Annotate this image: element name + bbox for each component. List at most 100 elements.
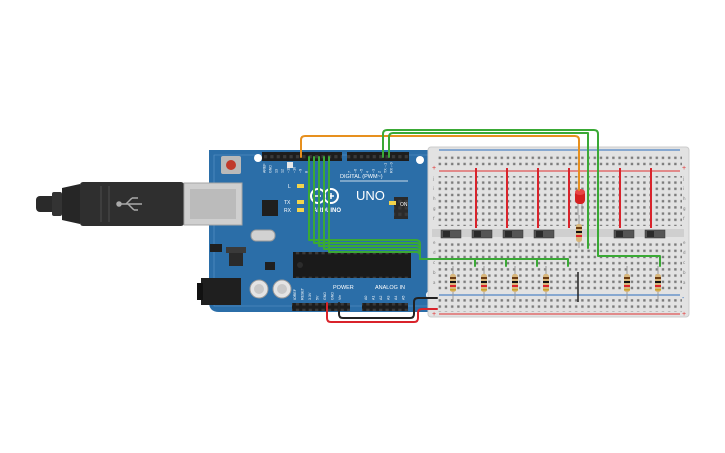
- power-pin-label: GND: [331, 292, 335, 300]
- digital-pin-label: ~6: [354, 169, 358, 173]
- wire-green-bundle[interactable]: [328, 156, 569, 267]
- row-letter: h: [683, 196, 686, 201]
- power-pin-label: RESET: [301, 287, 305, 300]
- wire-green-2[interactable]: [388, 132, 589, 249]
- mounting-hole: [254, 154, 262, 162]
- digital-pin-label: 12: [281, 169, 285, 173]
- row-letter: b: [433, 270, 436, 275]
- slide-switch[interactable]: [613, 229, 635, 239]
- row-letter: j: [432, 176, 434, 181]
- row-letter: g: [433, 206, 436, 211]
- rx-led: [297, 208, 304, 212]
- digital-pin-label: 7: [348, 171, 352, 173]
- power-rail-top[interactable]: [437, 154, 682, 168]
- power-pin-label: Vin: [338, 295, 342, 300]
- analog-pin-label: A3: [387, 296, 391, 300]
- mounting-hole: [416, 156, 424, 164]
- center-channel: [432, 229, 684, 237]
- row-letter: b: [683, 270, 686, 275]
- terminal-strip-top[interactable]: [437, 176, 682, 226]
- on-label: ON: [400, 202, 408, 208]
- row-letter: a: [683, 280, 686, 285]
- slide-switch[interactable]: [440, 229, 462, 239]
- power-header-label: POWER: [333, 285, 354, 291]
- tx-label: TX: [284, 200, 291, 206]
- digital-pin-label: ~5: [360, 169, 364, 173]
- resistor[interactable]: [655, 266, 661, 302]
- led[interactable]: [575, 189, 585, 215]
- slide-switch[interactable]: [471, 229, 493, 239]
- on-led: [389, 201, 396, 205]
- crystal: [250, 229, 276, 242]
- usb-chip: [262, 200, 278, 216]
- brand-label: ARDUINO: [313, 208, 341, 214]
- rail-plus-label-top-right: +: [682, 165, 686, 172]
- power-pin-label: 3.3V: [308, 292, 312, 300]
- row-letter: i: [433, 186, 434, 191]
- resistor[interactable]: [543, 266, 549, 302]
- rx-label: RX: [284, 208, 292, 214]
- wire-orange[interactable]: [300, 135, 580, 191]
- rail-plus-label-bottom-right: +: [682, 311, 686, 318]
- resistor[interactable]: [512, 266, 518, 302]
- rail-minus-label-bottom-right: -: [682, 295, 685, 302]
- reset-button[interactable]: [221, 156, 241, 174]
- power-pin-label: IOREF: [293, 288, 297, 300]
- analog-pin-label: A4: [394, 296, 398, 300]
- digital-header[interactable]: [262, 152, 409, 161]
- slide-switch[interactable]: [644, 229, 666, 239]
- analog-pin-label: A2: [379, 296, 383, 300]
- analog-header-label: ANALOG IN: [375, 285, 405, 291]
- power-rail-bottom[interactable]: [437, 298, 682, 312]
- voltage-regulator: [229, 252, 243, 266]
- arduino-board[interactable]: L TX RX ON ARDUINO UNO DIGITAL (PWM~) AR…: [183, 150, 447, 312]
- digital-pin-label: TX→1: [384, 163, 388, 173]
- power-header[interactable]: [292, 303, 350, 311]
- digital-pin-label: ~10: [293, 167, 297, 173]
- row-letter: c: [433, 260, 435, 265]
- row-letter: f: [683, 216, 685, 221]
- l-label: L: [288, 184, 291, 190]
- analog-pin-label: A0: [364, 296, 368, 300]
- digital-pin-label: 8: [305, 171, 309, 173]
- resistor[interactable]: [624, 266, 630, 302]
- digital-pin-label: 13: [275, 169, 279, 173]
- digital-header-label: DIGITAL (PWM~): [340, 174, 383, 180]
- row-letter: e: [433, 240, 436, 245]
- digital-pin-label: AREF: [263, 163, 267, 173]
- wires: [300, 129, 661, 323]
- row-letter: d: [683, 250, 686, 255]
- model-label: UNO: [356, 188, 385, 203]
- digital-pin-label: ~11: [287, 167, 291, 173]
- slide-switch[interactable]: [502, 229, 524, 239]
- row-letter: e: [683, 240, 686, 245]
- tx-led: [297, 200, 304, 204]
- wire-green-1[interactable]: [382, 129, 661, 267]
- row-letter: g: [683, 206, 686, 211]
- usb-icon: [116, 197, 142, 211]
- components: [440, 168, 666, 302]
- wire-black-gnd[interactable]: [338, 297, 438, 319]
- row-letter: h: [433, 196, 436, 201]
- analog-pin-label: A5: [402, 296, 406, 300]
- power-pin-label: GND: [323, 292, 327, 300]
- atmega-chip: [293, 252, 411, 278]
- digital-pin-label: GND: [269, 165, 273, 173]
- digital-pin-label: 2: [378, 171, 382, 173]
- analog-header[interactable]: [362, 303, 408, 311]
- power-jack[interactable]: [197, 278, 241, 305]
- rail-plus-label-bottom: +: [432, 311, 436, 318]
- resistor[interactable]: [481, 266, 487, 302]
- terminal-strip-bottom[interactable]: [437, 240, 682, 290]
- row-letter: j: [682, 176, 684, 181]
- led-resistor[interactable]: [576, 215, 582, 248]
- wire-red-5v[interactable]: [326, 302, 438, 323]
- slide-switch[interactable]: [533, 229, 555, 239]
- resistor[interactable]: [450, 266, 456, 302]
- power-pin-label: 5V: [316, 295, 320, 300]
